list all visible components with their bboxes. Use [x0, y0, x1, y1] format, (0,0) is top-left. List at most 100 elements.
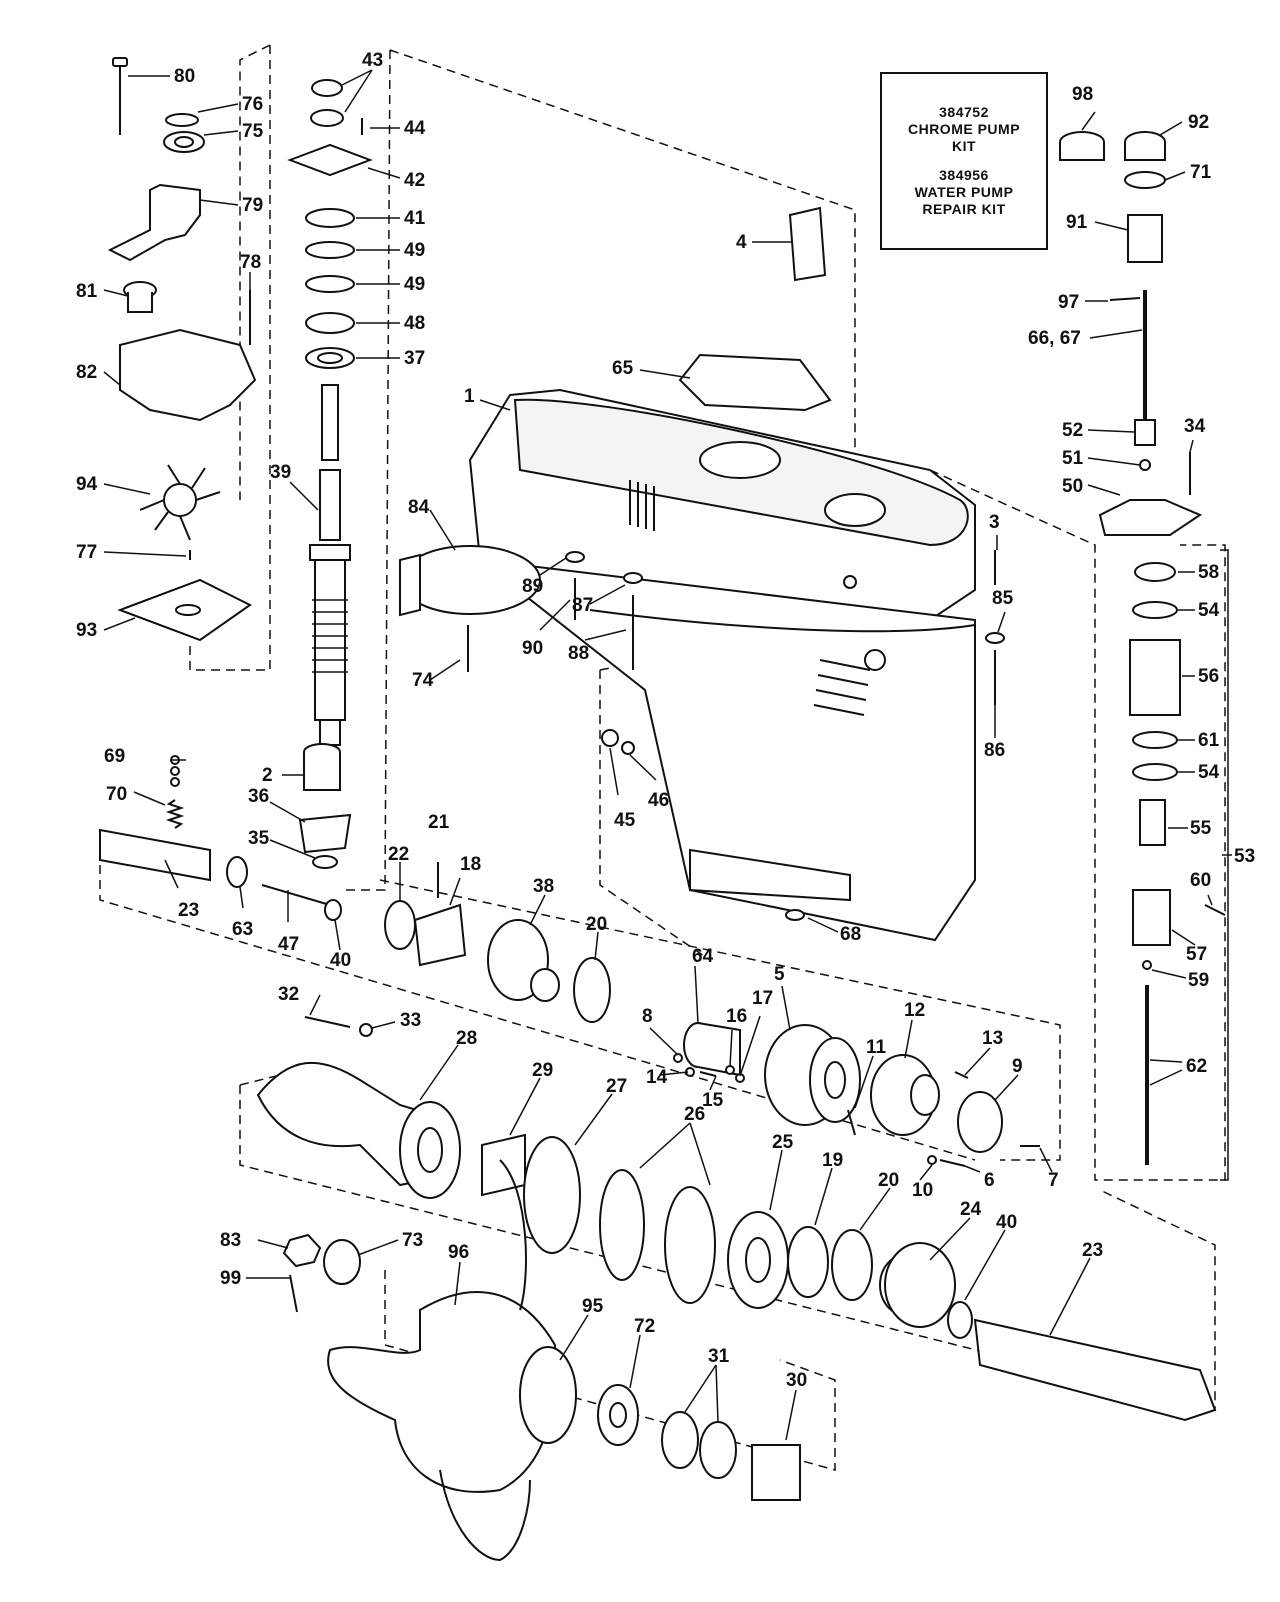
callout-63: 63: [232, 919, 253, 940]
pump-housing-82: [119, 328, 257, 422]
callout-41: 41: [404, 208, 426, 229]
impeller-94: [139, 464, 221, 541]
housing-water-intake-slots: [629, 480, 655, 531]
callout-84: 84: [408, 497, 430, 518]
rubber-block-4: [788, 206, 827, 282]
grommet-81: [123, 281, 157, 313]
callout-12: 12: [904, 1000, 925, 1021]
callout-94: 94: [76, 474, 98, 495]
oring-54a: [1132, 601, 1178, 619]
retainer-63: [226, 856, 248, 888]
callout-93: 93: [76, 620, 97, 641]
kit2-line1: WATER PUMP: [914, 184, 1014, 200]
nut-83: [282, 1233, 322, 1268]
shift-rod-end-55: [1139, 799, 1166, 846]
callout-68: 68: [840, 924, 861, 945]
gear-train-parts: [99, 755, 1040, 1167]
pin-60: [1204, 904, 1226, 916]
callout-70: 70: [106, 784, 127, 805]
driveshaft-stack: [287, 79, 373, 869]
kit-info-box: 384752 CHROME PUMP KIT 384956 WATER PUMP…: [880, 72, 1048, 250]
callout-55: 55: [1190, 818, 1212, 839]
callout-64: 64: [692, 946, 714, 967]
housing-skeg: [689, 848, 851, 902]
nut-35: [312, 855, 338, 869]
housing-vent-slots: [813, 659, 871, 716]
callout-14: 14: [646, 1067, 668, 1088]
bearing-group-outline: [384, 1270, 836, 1471]
reverse-gear-24: [879, 1242, 956, 1328]
callout-42: 42: [404, 170, 425, 191]
kit1-line1: CHROME PUMP: [907, 121, 1021, 137]
callout-72: 72: [634, 1316, 655, 1337]
shift-rod-grommet-91: [1127, 214, 1163, 263]
kit2-number: 384956: [939, 167, 989, 183]
callout-33: 33: [400, 1010, 421, 1031]
washer-46: [621, 741, 635, 755]
callout-38: 38: [533, 876, 554, 897]
washer-87: [623, 572, 643, 584]
callout-10: 10: [912, 1180, 933, 1201]
spring-70: [165, 799, 185, 829]
callout-28: 28: [456, 1028, 477, 1049]
callout-51: 51: [1062, 448, 1084, 469]
driveshaft-group-outline: [345, 49, 856, 891]
bearing-30: [751, 1444, 801, 1501]
callout-61: 61: [1198, 730, 1220, 751]
cover-9: [957, 1091, 1003, 1153]
callout-20a: 20: [586, 914, 607, 935]
callout-52: 52: [1062, 420, 1083, 441]
callout-78: 78: [240, 252, 261, 273]
callout-1: 1: [464, 386, 475, 407]
bearing-2: [303, 743, 341, 791]
callout-26: 26: [684, 1104, 705, 1125]
washer-85: [985, 632, 1005, 644]
callout-labels: 80 76 75 79 78 81 82 94 77 93 43 44 42 4…: [76, 50, 1255, 1391]
callout-80: 80: [174, 66, 195, 87]
bearing-43: [310, 79, 344, 127]
washer-40b: [947, 1301, 973, 1339]
kit-water-pump: 384956 WATER PUMP REPAIR KIT: [915, 167, 1014, 218]
thrust-bearing-37: [305, 347, 355, 369]
water-pump-group-outline: [189, 44, 271, 671]
cover-42: [287, 143, 373, 177]
driveshaft-39: [309, 384, 351, 746]
callout-34: 34: [1184, 416, 1206, 437]
callout-15: 15: [702, 1090, 724, 1111]
callout-56: 56: [1198, 666, 1219, 687]
retaining-ring-26a: [599, 1169, 645, 1281]
anode-plate-84: [399, 545, 541, 617]
gearcase-head-28: [256, 1061, 461, 1199]
callout-96: 96: [448, 1242, 469, 1263]
plug-68: [785, 909, 805, 921]
callout-82: 82: [76, 362, 97, 383]
shift-cam-57: [1132, 889, 1171, 946]
washer-48: [305, 312, 355, 334]
plate-25: [727, 1211, 789, 1309]
callout-73: 73: [402, 1230, 423, 1251]
screw-6: [939, 1159, 966, 1167]
callout-9: 9: [1012, 1056, 1023, 1077]
pump-tube-79: [107, 183, 201, 262]
housing-lower-skirt: [476, 558, 976, 942]
propeller-shaft-23a: [99, 828, 211, 882]
housing-deck-opening-front: [699, 441, 781, 479]
spring-15: [699, 1071, 717, 1077]
clip-71: [1124, 171, 1166, 189]
callout-16: 16: [726, 1006, 747, 1027]
bearing-20a: [573, 957, 611, 1023]
cotter-pin-99: [289, 1274, 298, 1313]
callout-43: 43: [362, 50, 383, 71]
detent-64: [683, 1022, 741, 1077]
callout-11: 11: [866, 1037, 887, 1058]
callout-2: 2: [262, 765, 273, 786]
oring-54b: [1132, 763, 1178, 781]
callout-71: 71: [1190, 162, 1212, 183]
thrust-washer-73: [323, 1239, 361, 1285]
seal-31a: [661, 1411, 699, 1469]
callout-45: 45: [614, 810, 636, 831]
callout-3: 3: [989, 512, 1000, 533]
plug-45: [601, 729, 619, 747]
oring-41: [305, 208, 355, 228]
